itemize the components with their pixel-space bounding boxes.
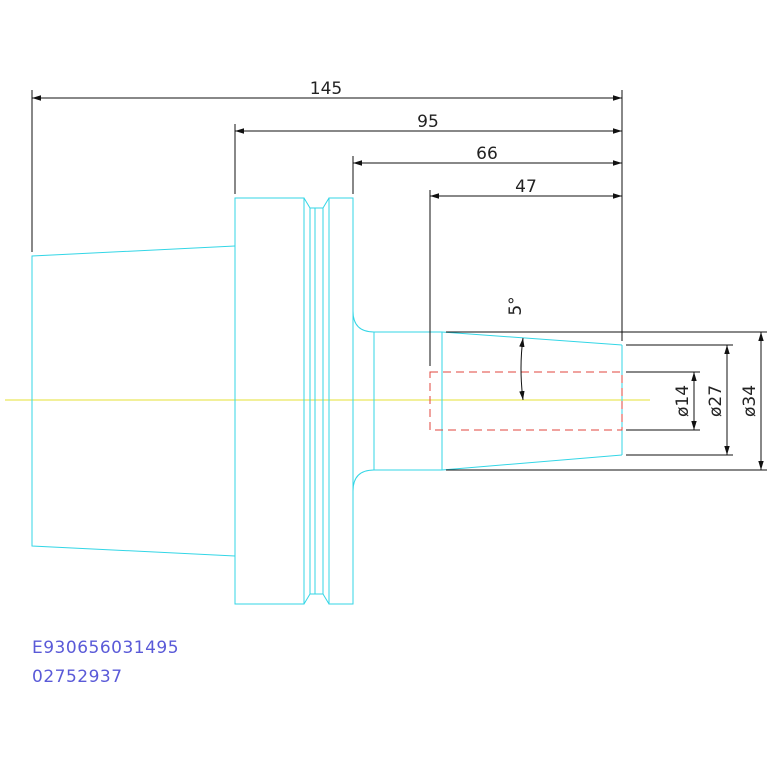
hidden-bore bbox=[429, 371, 623, 431]
dim-66-label: 66 bbox=[476, 144, 498, 164]
dim-145-label: 145 bbox=[310, 79, 342, 99]
part-code-primary: E930656031495 bbox=[32, 638, 180, 658]
dim-95-label: 95 bbox=[417, 112, 439, 132]
part-code-secondary: 02752937 bbox=[32, 667, 123, 687]
angle-label: 5° bbox=[506, 296, 526, 315]
angle-arc bbox=[519, 337, 525, 401]
dimensions bbox=[31, 90, 767, 471]
collar bbox=[328, 197, 354, 605]
dia14-label: ø14 bbox=[673, 385, 693, 417]
part-outline bbox=[31, 197, 623, 605]
neck-fillet-bottom bbox=[352, 469, 375, 492]
neck-fillet-top bbox=[352, 310, 375, 333]
taper-shank bbox=[31, 245, 236, 557]
v-groove bbox=[309, 197, 330, 605]
dia34-label: ø34 bbox=[740, 385, 760, 417]
dia27-label: ø27 bbox=[706, 385, 726, 417]
dim-47-label: 47 bbox=[515, 177, 537, 197]
flange bbox=[234, 197, 305, 605]
